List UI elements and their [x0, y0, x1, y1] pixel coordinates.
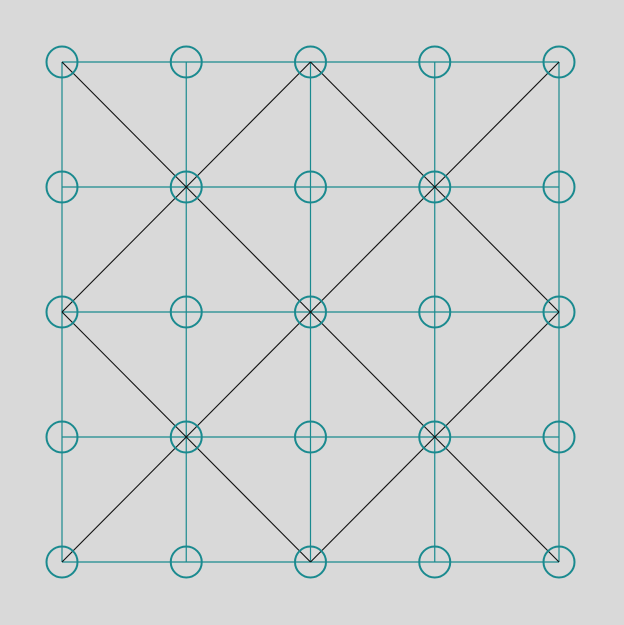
- board-node-2-0[interactable]: [47, 297, 78, 328]
- board-node-2-3[interactable]: [419, 297, 450, 328]
- board-node-4-3[interactable]: [419, 547, 450, 578]
- board-node-1-3[interactable]: [419, 172, 450, 203]
- board-node-0-3[interactable]: [419, 47, 450, 78]
- board-node-2-1[interactable]: [171, 297, 202, 328]
- board-node-4-0[interactable]: [47, 547, 78, 578]
- board-node-2-4[interactable]: [544, 297, 575, 328]
- board-node-3-0[interactable]: [47, 422, 78, 453]
- board-node-1-1[interactable]: [171, 172, 202, 203]
- board-node-1-0[interactable]: [47, 172, 78, 203]
- board-node-0-4[interactable]: [544, 47, 575, 78]
- board-node-0-1[interactable]: [171, 47, 202, 78]
- board-node-3-1[interactable]: [171, 422, 202, 453]
- board-node-1-2[interactable]: [295, 172, 326, 203]
- board-node-0-2[interactable]: [295, 47, 326, 78]
- board-node-4-4[interactable]: [544, 547, 575, 578]
- board-node-3-2[interactable]: [295, 422, 326, 453]
- board-node-1-4[interactable]: [544, 172, 575, 203]
- board-node-3-3[interactable]: [419, 422, 450, 453]
- board-node-4-1[interactable]: [171, 547, 202, 578]
- board-node-3-4[interactable]: [544, 422, 575, 453]
- board-node-0-0[interactable]: [47, 47, 78, 78]
- board-node-4-2[interactable]: [295, 547, 326, 578]
- board-node-2-2[interactable]: [295, 297, 326, 328]
